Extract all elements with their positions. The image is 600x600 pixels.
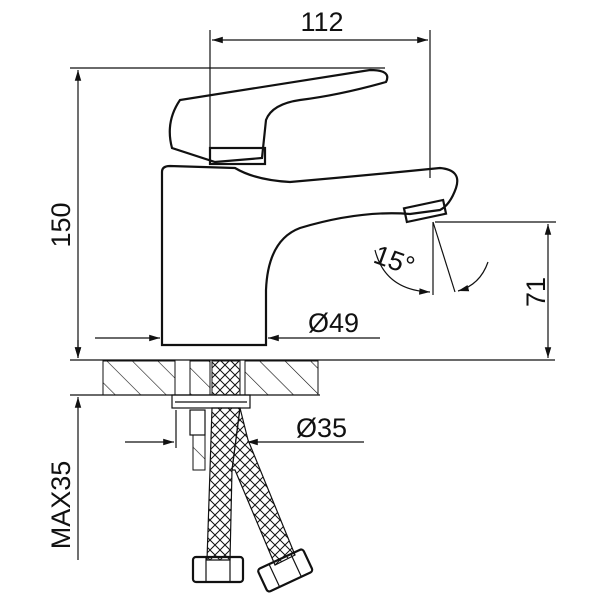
- faucet-handle: [168, 68, 389, 166]
- dimension-height: 150: [46, 67, 385, 358]
- dimension-hole-diameter: Ø35: [125, 410, 364, 448]
- angle-label: 15°: [370, 239, 419, 281]
- faucet-body: [160, 164, 459, 347]
- hex-nut-right: [257, 548, 314, 593]
- dimension-body-diameter: Ø49: [95, 308, 380, 342]
- height-label: 150: [46, 202, 76, 247]
- dimension-max-thickness: MAX35: [46, 340, 82, 560]
- width-label: 112: [300, 7, 343, 37]
- dimension-angle: 15°: [370, 221, 489, 295]
- dimension-spout-height: 71: [435, 221, 556, 358]
- hex-nut-left: [191, 555, 245, 584]
- mounting-stud-and-hoses: [189, 407, 314, 593]
- spout-height-label: 71: [521, 277, 551, 307]
- body-diameter-label: Ø49: [308, 308, 359, 338]
- countertop-section: [70, 359, 555, 409]
- max-thickness-label: MAX35: [46, 461, 76, 550]
- dimension-width: 112: [209, 7, 431, 178]
- hole-diameter-label: Ø35: [296, 413, 347, 443]
